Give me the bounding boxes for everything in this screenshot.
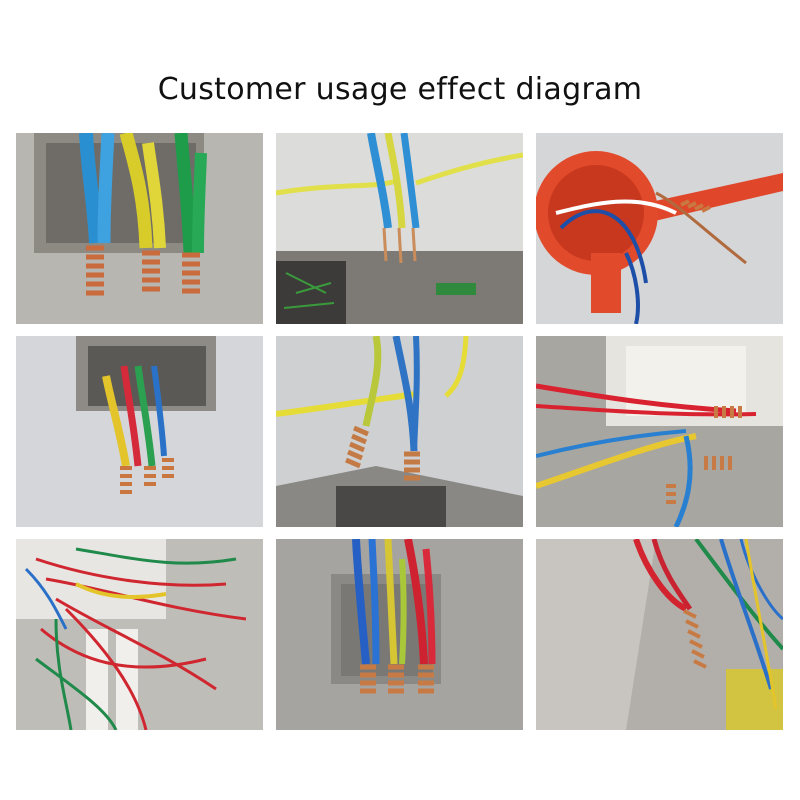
usage-photo-5 — [276, 336, 523, 527]
usage-photo-1 — [16, 133, 263, 324]
usage-photo-grid — [16, 133, 783, 730]
usage-photo-8 — [276, 539, 523, 730]
usage-photo-6 — [536, 336, 783, 527]
usage-photo-2 — [276, 133, 523, 324]
usage-photo-9 — [536, 539, 783, 730]
usage-photo-3 — [536, 133, 783, 324]
page-title: Customer usage effect diagram — [157, 72, 643, 107]
usage-photo-7 — [16, 539, 263, 730]
usage-photo-4 — [16, 336, 263, 527]
